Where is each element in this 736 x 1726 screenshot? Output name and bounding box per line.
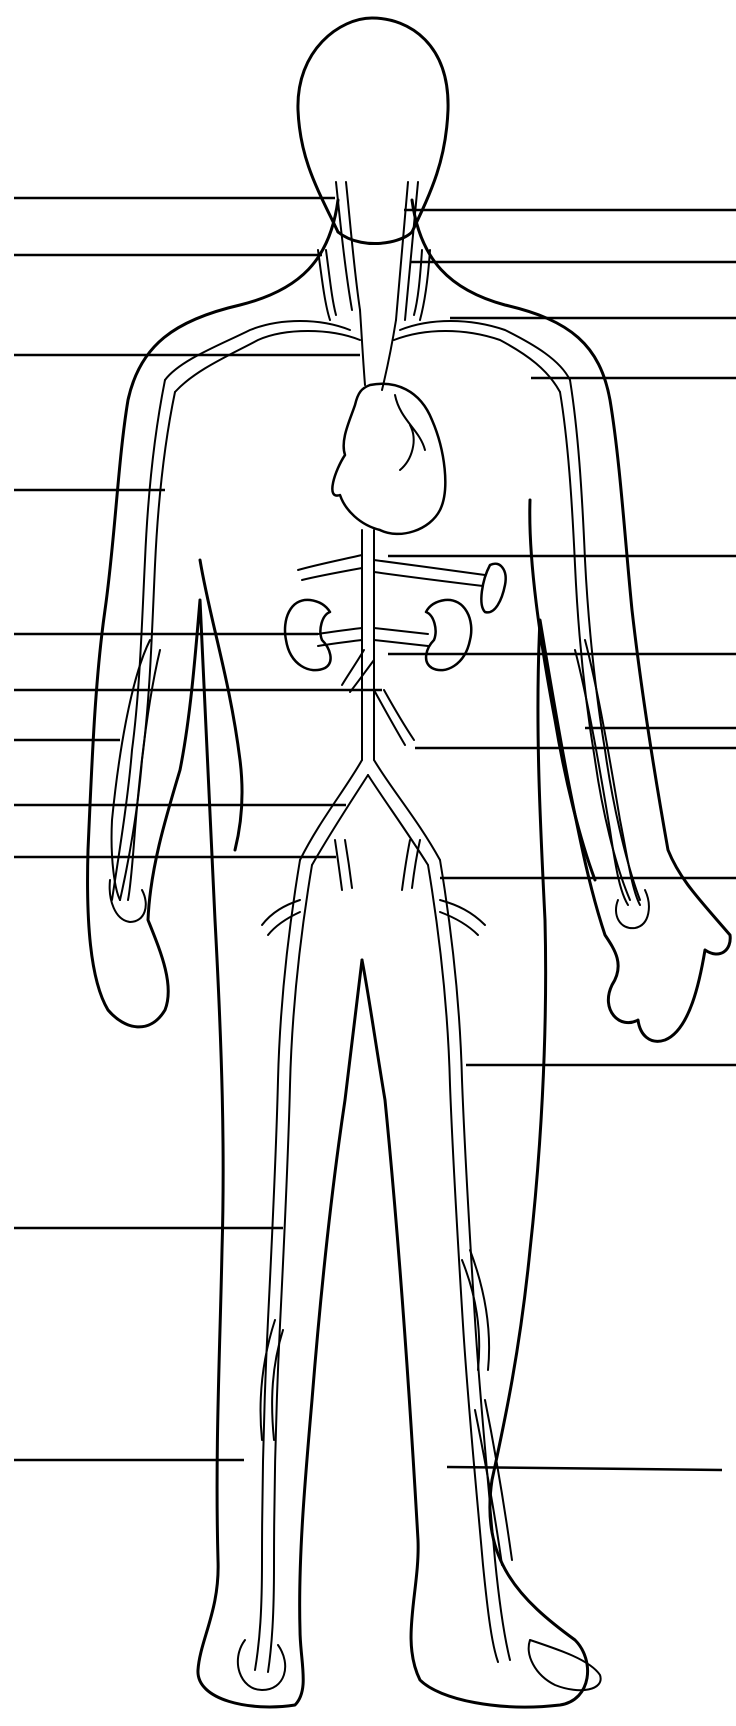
- right-lower-leg-loop: [462, 1250, 489, 1370]
- left-body-outline: [88, 200, 362, 1707]
- right-foot-arch: [529, 1640, 601, 1690]
- spleen: [481, 564, 505, 613]
- right-cephalic-vein: [560, 380, 640, 900]
- leader-line-right-11: [447, 1467, 722, 1470]
- right-hand-arch: [616, 890, 649, 928]
- leader-lines-left: [14, 198, 382, 1460]
- inferior-vena-cava: [362, 530, 374, 760]
- hepatic-portal-branch-left: [298, 555, 362, 580]
- left-subclavian-vein: [165, 321, 360, 392]
- jaw-outline: [338, 232, 412, 244]
- left-external-jugular-vein: [318, 250, 336, 320]
- left-common-iliac-vein: [300, 760, 368, 865]
- left-saphenous-branch: [262, 900, 300, 935]
- heart: [332, 384, 445, 534]
- head-outline: [298, 18, 448, 232]
- right-jugular-vein: [396, 182, 418, 320]
- left-internal-iliac-stub: [335, 840, 352, 890]
- left-foot-arch: [238, 1640, 285, 1690]
- right-common-iliac-vein: [368, 760, 440, 865]
- left-femoral-vein: [255, 860, 312, 1672]
- superior-vena-cava: [360, 310, 396, 390]
- right-subclavian-vein: [394, 321, 570, 392]
- splenic-vein: [374, 560, 485, 586]
- right-external-jugular-vein: [414, 250, 430, 320]
- gonadal-vein: [342, 650, 374, 692]
- mesenteric-vein: [374, 690, 414, 745]
- left-jugular-vein: [336, 182, 360, 310]
- organs: [285, 384, 506, 670]
- right-kidney: [426, 600, 471, 670]
- right-renal-vein: [374, 628, 428, 646]
